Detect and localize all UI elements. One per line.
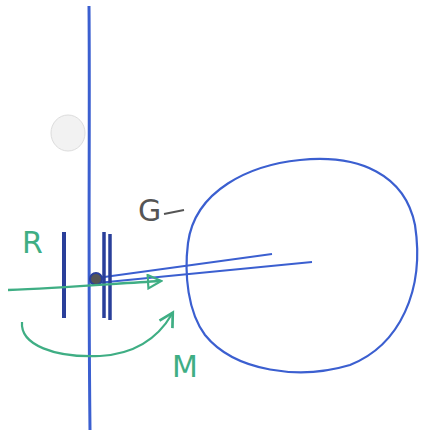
force-label: R bbox=[22, 228, 43, 258]
bearing-plate bbox=[102, 232, 106, 318]
body-outline bbox=[187, 159, 418, 372]
moment-label: M bbox=[172, 352, 198, 382]
moment-arrow bbox=[22, 314, 172, 356]
correction-blob bbox=[51, 115, 85, 151]
bearing-plate bbox=[62, 232, 66, 318]
centre-label: G bbox=[138, 196, 161, 226]
force-arrow bbox=[8, 281, 160, 290]
leader-line bbox=[164, 210, 184, 214]
bearing-plate bbox=[108, 234, 112, 320]
joint-dot bbox=[90, 273, 102, 285]
axis-line bbox=[89, 6, 90, 430]
link-line bbox=[97, 262, 312, 283]
